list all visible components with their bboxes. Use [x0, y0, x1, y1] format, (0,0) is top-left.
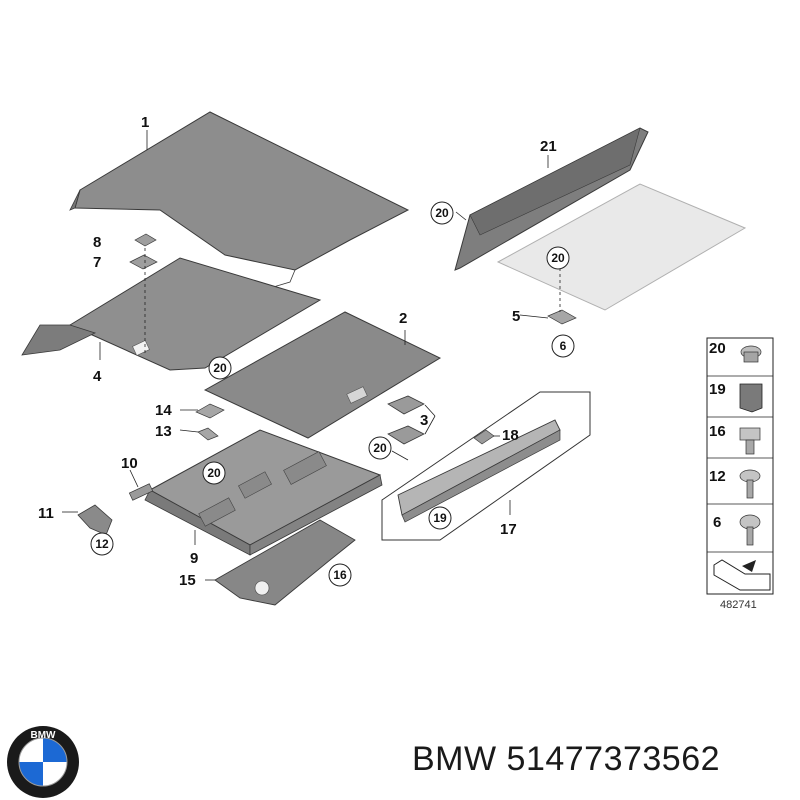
legend-clip-19-icon: [739, 383, 763, 413]
circled-callouts: 20 20 6 20 20 20 12 16: [90, 201, 575, 587]
circled-callout-20-b: 20: [546, 246, 570, 270]
callout-15: 15: [179, 572, 196, 589]
legend-label-19: 19: [709, 381, 726, 398]
callout-8: 8: [93, 234, 101, 251]
part-5-clip: [547, 309, 577, 325]
circled-callout-16: 16: [328, 563, 352, 587]
callout-21: 21: [540, 138, 557, 155]
callout-1: 1: [141, 114, 149, 131]
callout-3: 3: [420, 412, 428, 429]
part-7-mount: [129, 254, 158, 270]
callout-7: 7: [93, 254, 101, 271]
svg-text:19: 19: [433, 511, 447, 525]
circled-callout-20-a: 20: [430, 201, 454, 225]
svg-text:20: 20: [207, 466, 221, 480]
part-10-pin: [128, 483, 154, 501]
svg-text:6: 6: [560, 339, 567, 353]
legend-bolt-16-icon: [739, 427, 761, 455]
part-15-bracket: [214, 519, 356, 606]
legend-screw-6-icon: [739, 514, 761, 546]
callout-17: 17: [500, 521, 517, 538]
callouts: 1 2 3 4 5 7 8 9 10 11 13 14 15 17 18 21: [38, 114, 557, 589]
legend-label-20: 20: [709, 340, 726, 357]
part-3-covers: [387, 395, 425, 445]
legend-screw-12-icon: [739, 469, 761, 499]
callout-2: 2: [399, 310, 407, 327]
callout-11: 11: [38, 505, 54, 522]
part-11-hinge: [77, 504, 113, 536]
callout-4: 4: [93, 368, 102, 385]
callout-14: 14: [155, 402, 172, 419]
callout-10: 10: [121, 455, 138, 472]
part-2-middle-cover: [203, 311, 442, 439]
svg-text:20: 20: [213, 361, 227, 375]
legend-label-16: 16: [709, 423, 726, 440]
legend-label-6: 6: [713, 514, 721, 531]
part-14-clip: [195, 403, 225, 419]
callout-18: 18: [502, 427, 519, 444]
svg-text:20: 20: [373, 441, 387, 455]
circled-callout-20-e: 20: [202, 461, 226, 485]
callout-13: 13: [155, 423, 172, 440]
circled-callout-12: 12: [90, 532, 114, 556]
legend-label-12: 12: [709, 468, 726, 485]
svg-text:12: 12: [95, 537, 109, 551]
diagram-id: 482741: [720, 599, 757, 611]
callout-9: 9: [190, 550, 198, 567]
svg-text:20: 20: [551, 251, 565, 265]
part-light-panel: [496, 183, 747, 311]
part-9-floor-tray: [144, 429, 383, 556]
legend-arrow-icon: [713, 559, 771, 591]
svg-text:20: 20: [435, 206, 449, 220]
circled-callout-20-c: 20: [208, 356, 232, 380]
svg-text:16: 16: [333, 568, 347, 582]
part-17-group: [381, 391, 591, 541]
part-21-side-panel: [454, 127, 649, 271]
circled-callout-19: 19: [428, 506, 452, 530]
leader-lines: [62, 130, 561, 581]
circled-callout-20-d: 20: [368, 436, 392, 460]
part-8-cap: [134, 233, 157, 247]
callout-5: 5: [512, 308, 520, 325]
bmw-logo: BMW: [7, 726, 79, 798]
bmw-logo-letters: BMW: [31, 730, 57, 741]
legend-clip-20-icon: [740, 345, 762, 363]
fastener-legend: 20 19 16 12 6 482741: [706, 337, 774, 611]
part-13-clip: [197, 427, 219, 441]
part-number: BMW 51477373562: [412, 740, 721, 778]
part-4-floor-panel: [21, 257, 322, 371]
circled-callout-6: 6: [551, 334, 575, 358]
part-1-floor-cover: [69, 111, 410, 289]
